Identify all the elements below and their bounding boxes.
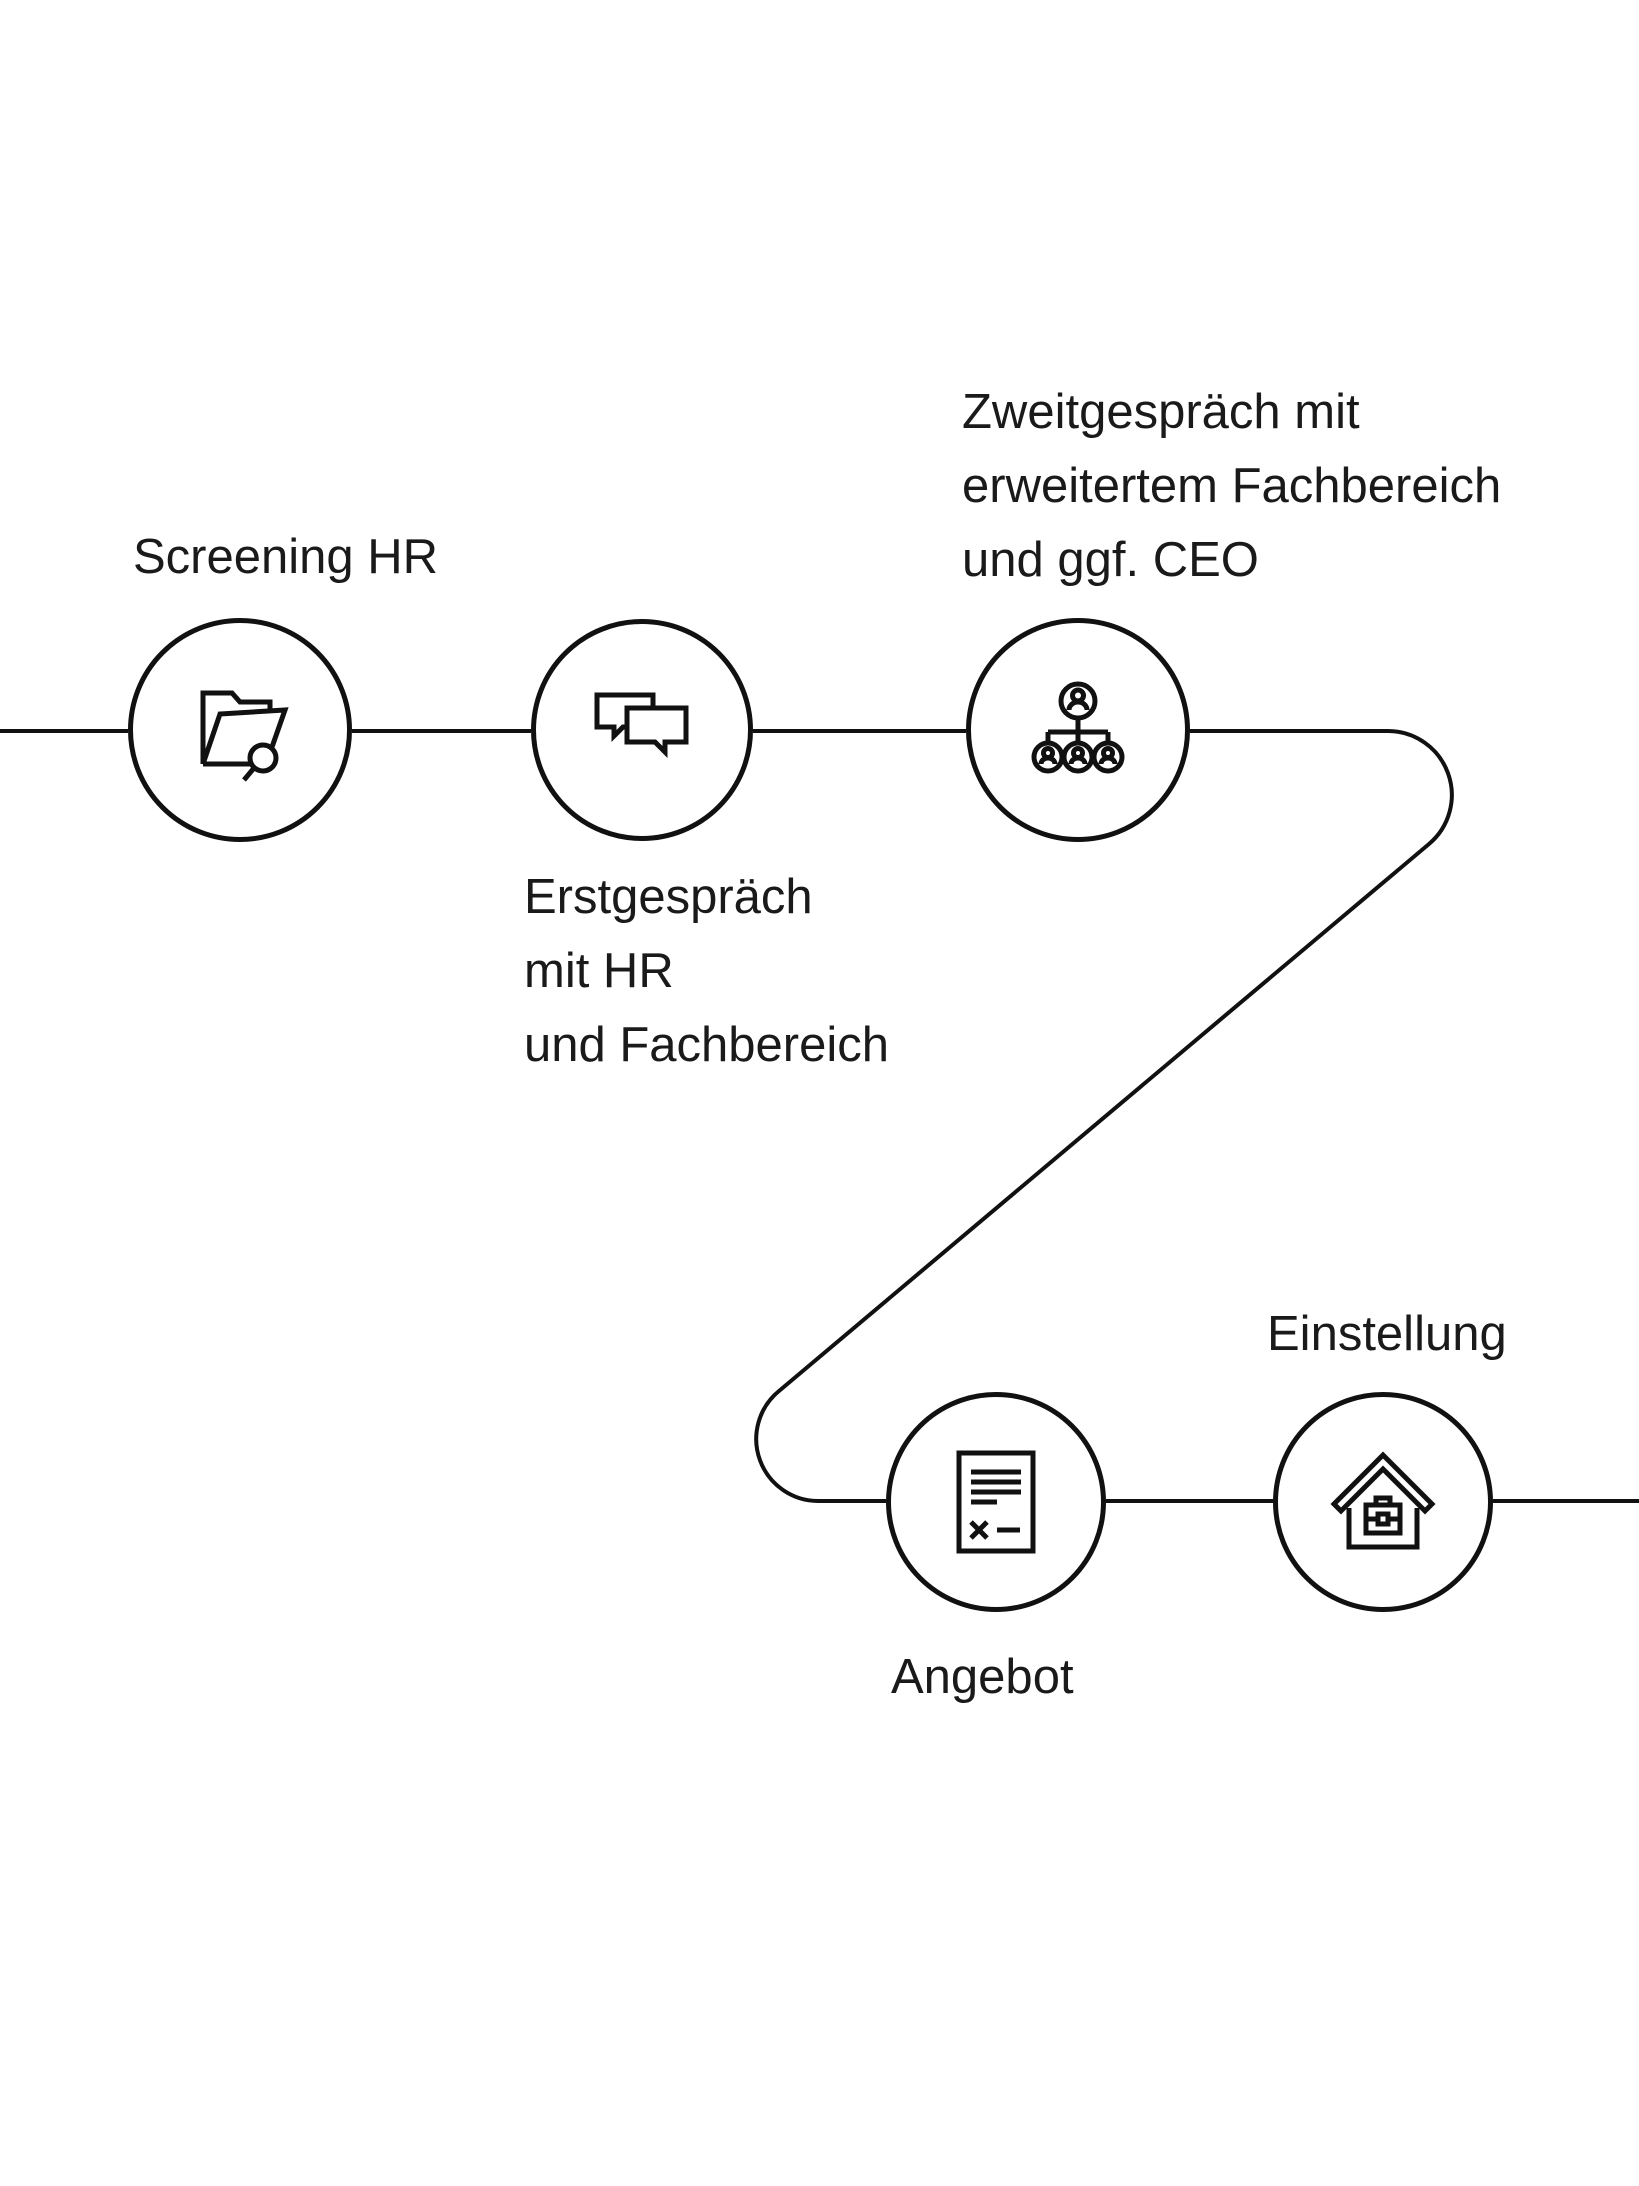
step-circle-einstellung: [1273, 1392, 1493, 1612]
step-circle-screening: [128, 618, 352, 842]
org-chart-icon: [1031, 681, 1125, 774]
chat-bubbles-icon: [594, 692, 689, 759]
step-label-zweitgespraech: Zweitgespräch mit erweitertem Fachbereic…: [962, 385, 1502, 587]
step-label-angebot: Angebot: [891, 1650, 1074, 1704]
step-label-einstellung: Einstellung: [1267, 1307, 1507, 1361]
step-circle-angebot: [886, 1392, 1106, 1612]
step-circle-erstgespraech: [531, 619, 753, 841]
connector-path: [0, 729, 1639, 1504]
step-label-erstgespraech: Erstgespräch mit HR und Fachbereich: [524, 870, 890, 1072]
house-briefcase-icon: [1330, 1451, 1436, 1550]
step-circle-zweitgespraech: [966, 618, 1190, 842]
document-contract-icon: [956, 1450, 1036, 1554]
step-label-screening: Screening HR: [133, 530, 439, 584]
folder-search-icon: [200, 690, 289, 782]
